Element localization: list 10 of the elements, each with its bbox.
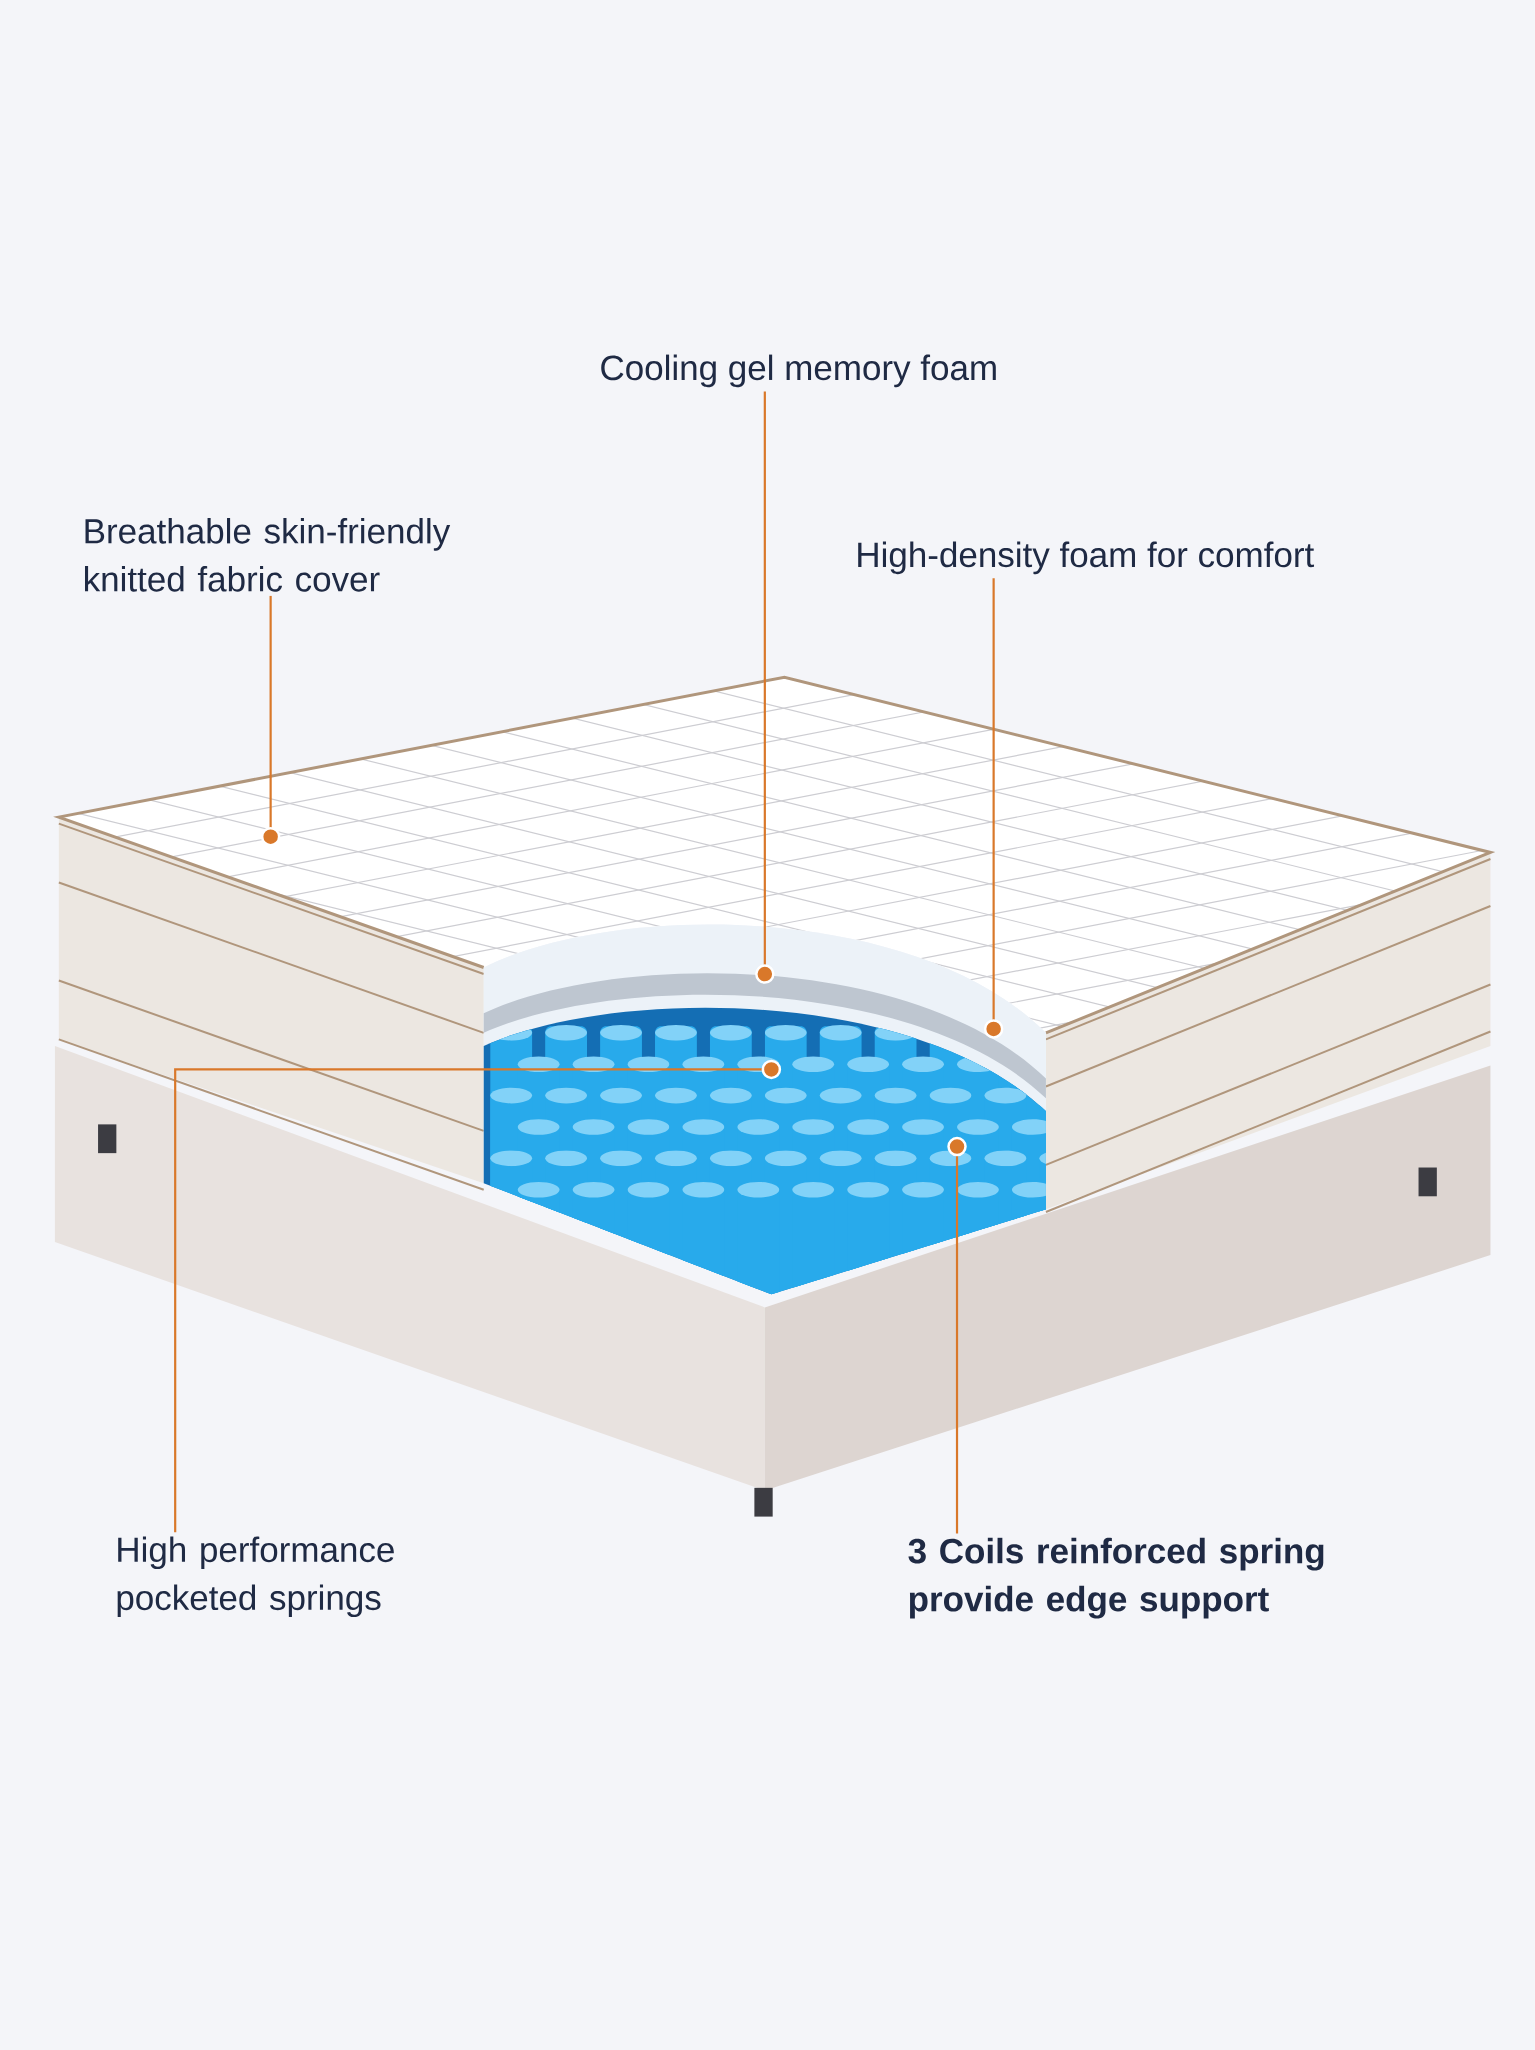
callout-text: High performance pocketed springs [117,1536,394,1618]
callout-text: Cooling gel memory foam [601,354,996,388]
leader-line [174,1059,782,1533]
leader-line [260,595,281,847]
callout-text: 3 Coils reinforced spring provide edge support [908,1537,1324,1619]
callout-text: Breathable skin-friendly knitted fabric cover [85,518,451,592]
leader-line [947,1136,967,1534]
leader-line [755,391,775,984]
leader-line [983,578,1004,1039]
callout-text: High-density foam for comfort [858,541,1315,575]
